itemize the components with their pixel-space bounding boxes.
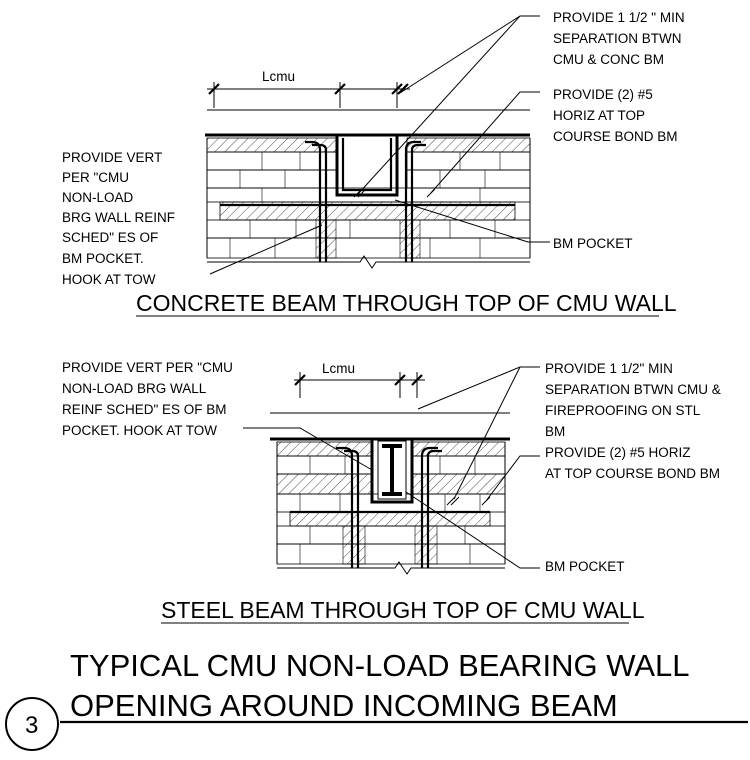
cmu-wall — [206, 138, 531, 269]
leader-vert-bar — [243, 427, 373, 471]
svg-text:SCHED" ES OF: SCHED" ES OF — [62, 230, 158, 245]
vertical-rebar-hook — [344, 449, 360, 568]
main-title-line1: TYPICAL CMU NON-LOAD BEARING WALL — [70, 648, 690, 683]
notes-right: PROVIDE 1 1/2 " MIN SEPARATION BTWN CMU … — [553, 10, 685, 144]
svg-text:COURSE BOND BM: COURSE BOND BM — [553, 129, 678, 144]
beam-pocket-outline — [335, 135, 399, 197]
beam-pocket-outline — [370, 439, 414, 504]
vertical-rebar-hook — [420, 446, 438, 568]
leader-pocket — [405, 491, 540, 569]
leader-separation — [417, 366, 540, 410]
dimension-label: Lcmu — [262, 69, 295, 84]
notes-left: PROVIDE VERT PER "CMU NON-LOAD BRG WALL … — [62, 150, 175, 287]
svg-text:PROVIDE VERT: PROVIDE VERT — [62, 150, 162, 165]
notes-right: PROVIDE 1 1/2" MIN SEPARATION BTWN CMU &… — [545, 361, 721, 481]
detail-number-circle — [5, 697, 59, 751]
svg-text:AT TOP COURSE BOND BM: AT TOP COURSE BOND BM — [545, 466, 720, 481]
leader-bond-beam — [429, 91, 540, 195]
svg-text:PER "CMU: PER "CMU — [62, 170, 129, 185]
main-title-line2: OPENING AROUND INCOMING BEAM — [70, 688, 618, 723]
dimension-tick — [391, 83, 403, 95]
svg-text:PROVIDE (2) #5 HORIZ: PROVIDE (2) #5 HORIZ — [545, 445, 691, 460]
main-title-block: TYPICAL CMU NON-LOAD BEARING WALL OPENIN… — [5, 648, 748, 751]
dimension-tick — [294, 374, 306, 386]
vertical-rebar-hook — [404, 140, 421, 262]
svg-text:NON-LOAD: NON-LOAD — [62, 190, 134, 205]
svg-text:CMU & CONC BM: CMU & CONC BM — [553, 52, 664, 67]
svg-text:BM POCKET.: BM POCKET. — [62, 251, 144, 266]
leader-bond-beam — [485, 455, 540, 502]
detail-title: STEEL BEAM THROUGH TOP OF CMU WALL — [161, 597, 645, 623]
steel-i-beam — [382, 444, 402, 496]
detail-steel-beam: Lcmu — [62, 360, 721, 624]
svg-text:BM: BM — [545, 424, 565, 439]
detail-title: CONCRETE BEAM THROUGH TOP OF CMU WALL — [136, 290, 677, 316]
leader-separation — [357, 15, 540, 195]
detail-concrete-beam: Lcmu — [62, 10, 685, 317]
svg-text:HOOK AT TOW: HOOK AT TOW — [62, 272, 156, 287]
svg-text:SEPARATION BTWN CMU &: SEPARATION BTWN CMU & — [545, 382, 721, 397]
dimension-label: Lcmu — [322, 361, 355, 376]
separation-tick — [450, 496, 460, 506]
detail-number: 3 — [25, 712, 38, 739]
cmu-wall — [276, 442, 506, 575]
concrete-beam-outline — [341, 138, 393, 192]
dimension-tick — [397, 83, 409, 95]
svg-text:PROVIDE (2) #5: PROVIDE (2) #5 — [553, 87, 653, 102]
dimension-tick — [411, 374, 423, 386]
dimension-tick — [334, 83, 346, 95]
svg-text:FIREPROOFING ON STL: FIREPROOFING ON STL — [545, 403, 701, 418]
svg-text:NON-LOAD BRG WALL: NON-LOAD BRG WALL — [62, 381, 207, 396]
svg-text:REINF SCHED" ES OF BM: REINF SCHED" ES OF BM — [62, 402, 227, 417]
pocket-label: BM POCKET — [553, 236, 633, 251]
svg-text:BRG WALL REINF: BRG WALL REINF — [62, 210, 175, 225]
svg-text:PROVIDE 1 1/2 " MIN: PROVIDE 1 1/2 " MIN — [553, 10, 685, 25]
notes-left: PROVIDE VERT PER "CMU NON-LOAD BRG WALL … — [62, 360, 233, 438]
svg-text:HORIZ AT TOP: HORIZ AT TOP — [553, 108, 645, 123]
leader-pocket — [394, 199, 550, 243]
leader-separation — [399, 15, 521, 94]
vertical-rebar-hook — [410, 143, 426, 262]
pocket-label: BM POCKET — [545, 559, 625, 574]
dimension-tick — [394, 374, 406, 386]
svg-text:PROVIDE 1 1/2" MIN: PROVIDE 1 1/2" MIN — [545, 361, 673, 376]
separation-tick — [357, 188, 367, 198]
svg-text:POCKET. HOOK AT TOW: POCKET. HOOK AT TOW — [62, 423, 217, 438]
leader-separation — [453, 366, 521, 500]
leader-vert-bar — [209, 224, 323, 275]
vertical-rebar-hook — [426, 449, 442, 568]
vertical-rebar-hook — [312, 143, 328, 262]
svg-text:PROVIDE VERT PER "CMU: PROVIDE VERT PER "CMU — [62, 360, 233, 375]
dimension-tick — [208, 83, 220, 95]
separation-tick — [446, 496, 456, 506]
svg-text:SEPARATION BTWN: SEPARATION BTWN — [553, 31, 682, 46]
